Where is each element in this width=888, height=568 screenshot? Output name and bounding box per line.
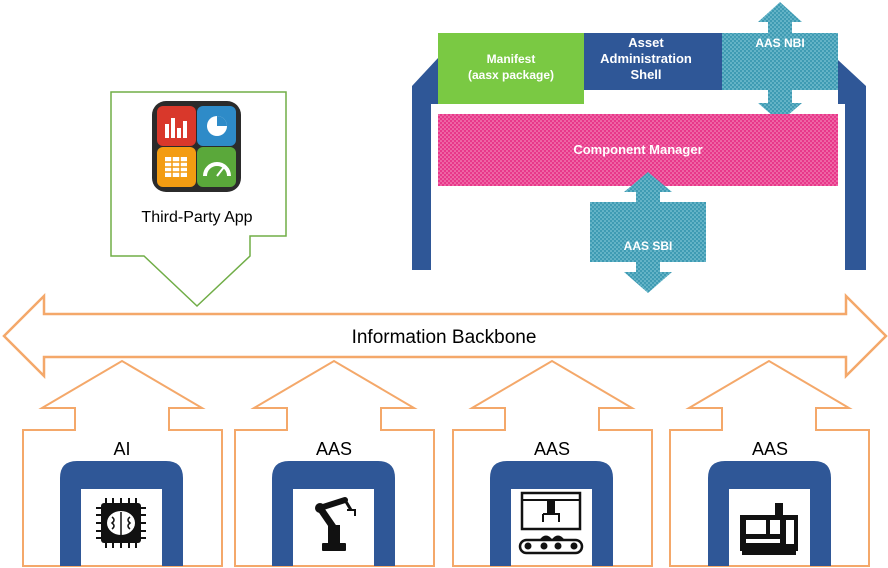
third-party-app-container xyxy=(110,91,287,308)
aas-sbi-arrow xyxy=(590,172,706,293)
backbone-label: Information Backbone xyxy=(352,327,537,348)
third-party-down-arrow xyxy=(111,236,286,256)
asset-label-4: AAS xyxy=(752,439,788,459)
third-party-app-label: Third-Party App xyxy=(141,209,252,226)
aas-frame xyxy=(412,58,438,270)
asset-box-pick-and-place xyxy=(452,359,653,567)
cnc-machine-icon xyxy=(740,503,798,555)
information-backbone-arrow xyxy=(2,292,888,380)
dashboard-puzzle-icon xyxy=(152,101,241,192)
aas-sbi-label: AAS SBI xyxy=(624,239,673,253)
component-manager-label: Component Manager xyxy=(573,142,702,157)
shell-label-line1: Asset xyxy=(628,35,664,50)
asset-label-2: AAS xyxy=(316,439,352,459)
manifest-label-line1: Manifest xyxy=(487,52,536,66)
shell-label-line2: Administration xyxy=(600,51,692,66)
aas-nbi-label: AAS NBI xyxy=(755,36,804,50)
asset-label-3: AAS xyxy=(534,439,570,459)
robot-arm-icon xyxy=(315,497,356,551)
pick-and-place-machine-icon xyxy=(518,491,584,555)
aas-frame-right xyxy=(838,60,866,270)
component-manager-box xyxy=(438,114,838,186)
shell-label-line3: Shell xyxy=(630,67,661,82)
manifest-label-line2: (aasx package) xyxy=(468,68,554,82)
ai-chip-icon xyxy=(96,498,146,548)
manifest-box xyxy=(438,33,584,104)
aas-nbi-arrow xyxy=(722,2,838,122)
asset-label-1: AI xyxy=(113,439,130,459)
